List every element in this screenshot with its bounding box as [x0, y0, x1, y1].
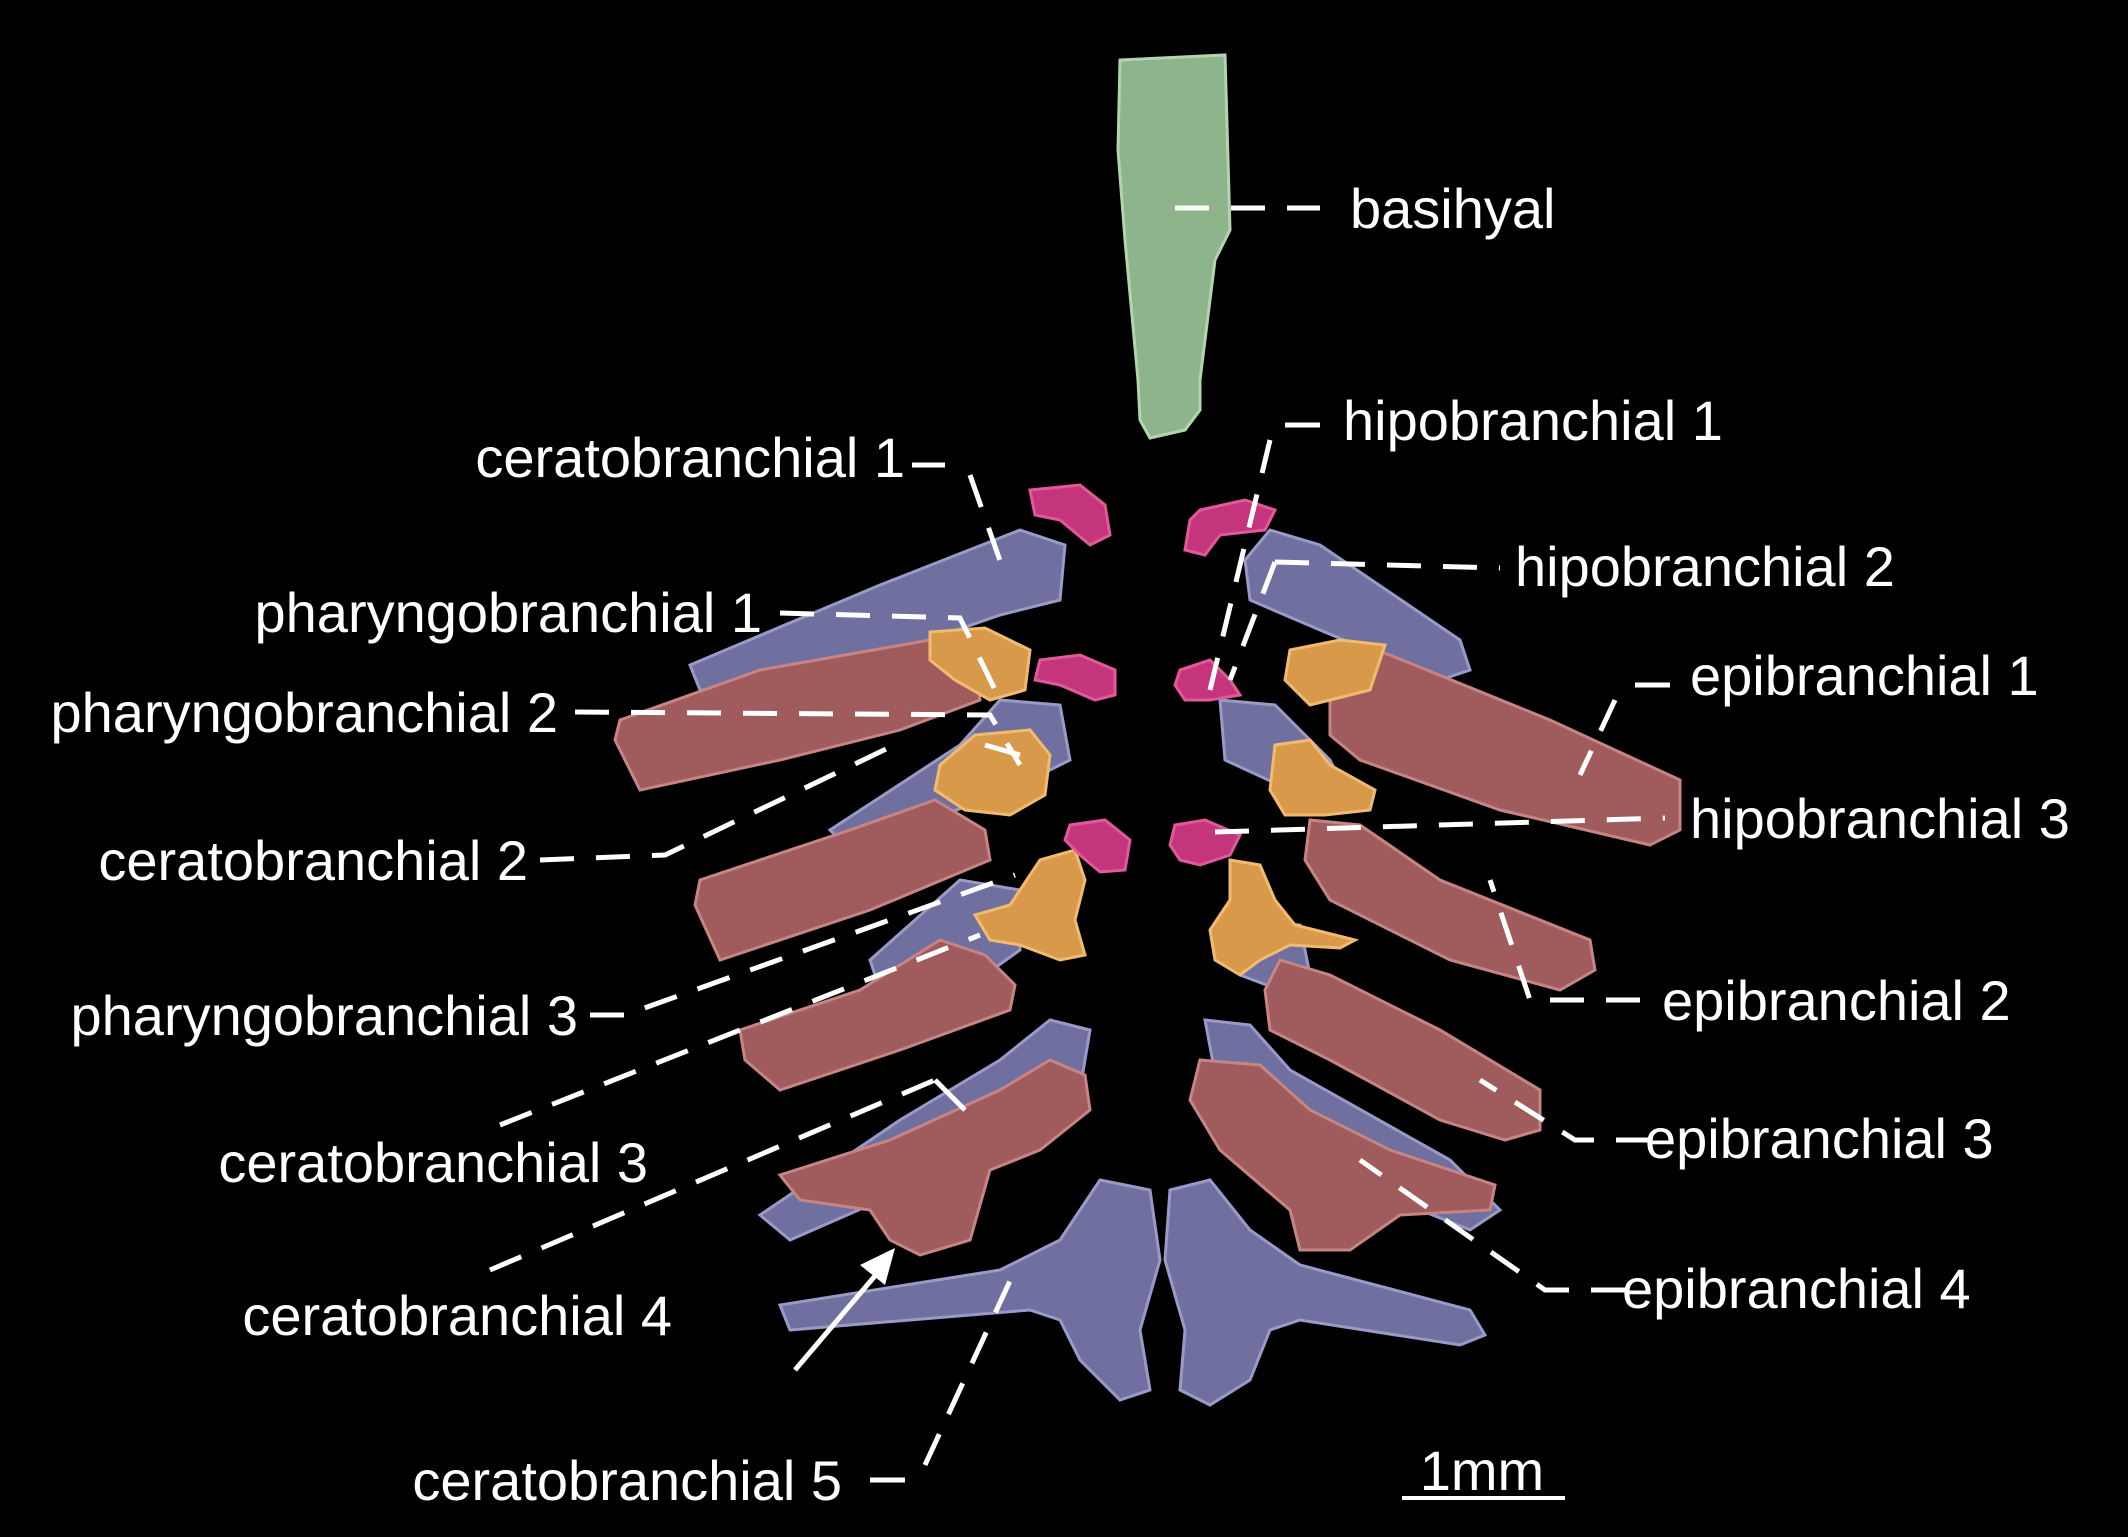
leader-hipobranchial-1: [1207, 439, 1273, 691]
hipobranchial-2-left: [1033, 653, 1117, 702]
leader-ceratobranchial-5: [922, 1268, 1018, 1467]
pharyngobranchial-1-right: [1283, 638, 1388, 707]
leader-epibranchial-3: [1478, 1077, 1650, 1143]
epibranchial-3-right: [1263, 958, 1542, 1142]
leader-ceratobranchial-4: [489, 1077, 936, 1273]
arrow-shaft: [793, 1268, 882, 1372]
pharyngobranchial-2-right: [1268, 738, 1377, 817]
basihyal-bone: [1116, 53, 1232, 440]
scale-bar: 1mm: [1402, 1439, 1565, 1502]
leader-ceratobranchial-2-tip: [984, 742, 1021, 758]
leader-pharyngobranchial-1: [779, 610, 1003, 702]
label-hipobranchial-3: hipobranchial 3: [1690, 787, 2070, 850]
label-epibranchial-2: epibranchial 2: [1662, 969, 2011, 1032]
label-pharyngobranchial-2: pharyngobranchial 2: [51, 681, 558, 744]
label-ceratobranchial-1: ceratobranchial 1: [475, 426, 905, 489]
labels: basihyal hipobranchial 1 hipobranchial 2…: [51, 177, 2070, 1512]
leader-epibranchial-1: [1577, 698, 1618, 777]
leader-ceratobranchial-2: [539, 737, 907, 863]
label-ceratobranchial-4: ceratobranchial 4: [242, 1284, 672, 1347]
leader-epibranchial-2: [1487, 879, 1640, 1003]
label-hipobranchial-2: hipobranchial 2: [1515, 535, 1895, 598]
leader-ceratobranchial-4-tip: [933, 1078, 967, 1112]
label-hipobranchial-1: hipobranchial 1: [1343, 389, 1723, 452]
epibranchial-2-left: [693, 798, 992, 962]
pharyngobranchial-3-left: [972, 848, 1087, 962]
pharyngobranchial-3-right: [1208, 858, 1360, 977]
label-basihyal: basihyal: [1350, 177, 1555, 240]
leader-pharyngobranchial-2: [574, 709, 1023, 767]
leader-hipobranchial-2-b: [1227, 561, 1278, 681]
label-ceratobranchial-5: ceratobranchial 5: [412, 1449, 842, 1512]
arrow: [793, 1248, 895, 1372]
label-ceratobranchial-3: ceratobranchial 3: [218, 1131, 648, 1194]
epibranchial-4-left: [777, 1058, 1092, 1257]
ceratobranchial-5-left: [777, 1178, 1162, 1402]
pharyngobranchial-2-left: [933, 728, 1052, 817]
label-epibranchial-4: epibranchial 4: [1622, 1257, 1971, 1320]
leader-hipobranchial-2: [1274, 559, 1501, 571]
leader-pharyngobranchial-3: [590, 872, 1016, 1018]
leader-hipobranchial-3: [1214, 815, 1666, 835]
label-epibranchial-1: epibranchial 1: [1690, 644, 2039, 707]
hipobranchial-2-right: [1173, 658, 1243, 702]
hipobranchial-1-left: [1028, 483, 1112, 547]
leader-epibranchial-4: [1358, 1157, 1625, 1293]
leader-ceratobranchial-3: [499, 932, 981, 1128]
label-pharyngobranchial-3: pharyngobranchial 3: [71, 984, 578, 1047]
leader-lines: [489, 205, 1670, 1483]
leader-ceratobranchial-1: [967, 474, 1008, 576]
arrow-head: [860, 1248, 895, 1285]
skeleton: [613, 53, 1682, 1407]
label-epibranchial-3: epibranchial 3: [1645, 1107, 1994, 1170]
epibranchial-1-right: [1328, 638, 1682, 847]
scale-bar-label: 1mm: [1420, 1439, 1544, 1502]
hipobranchial-3-left: [1063, 818, 1132, 874]
label-ceratobranchial-2: ceratobranchial 2: [98, 829, 528, 892]
label-pharyngobranchial-1: pharyngobranchial 1: [255, 581, 762, 644]
epibranchial-2-right: [1303, 818, 1597, 992]
ceratobranchial-5-right: [1163, 1178, 1488, 1407]
epibranchial-3-left: [738, 938, 1017, 1092]
